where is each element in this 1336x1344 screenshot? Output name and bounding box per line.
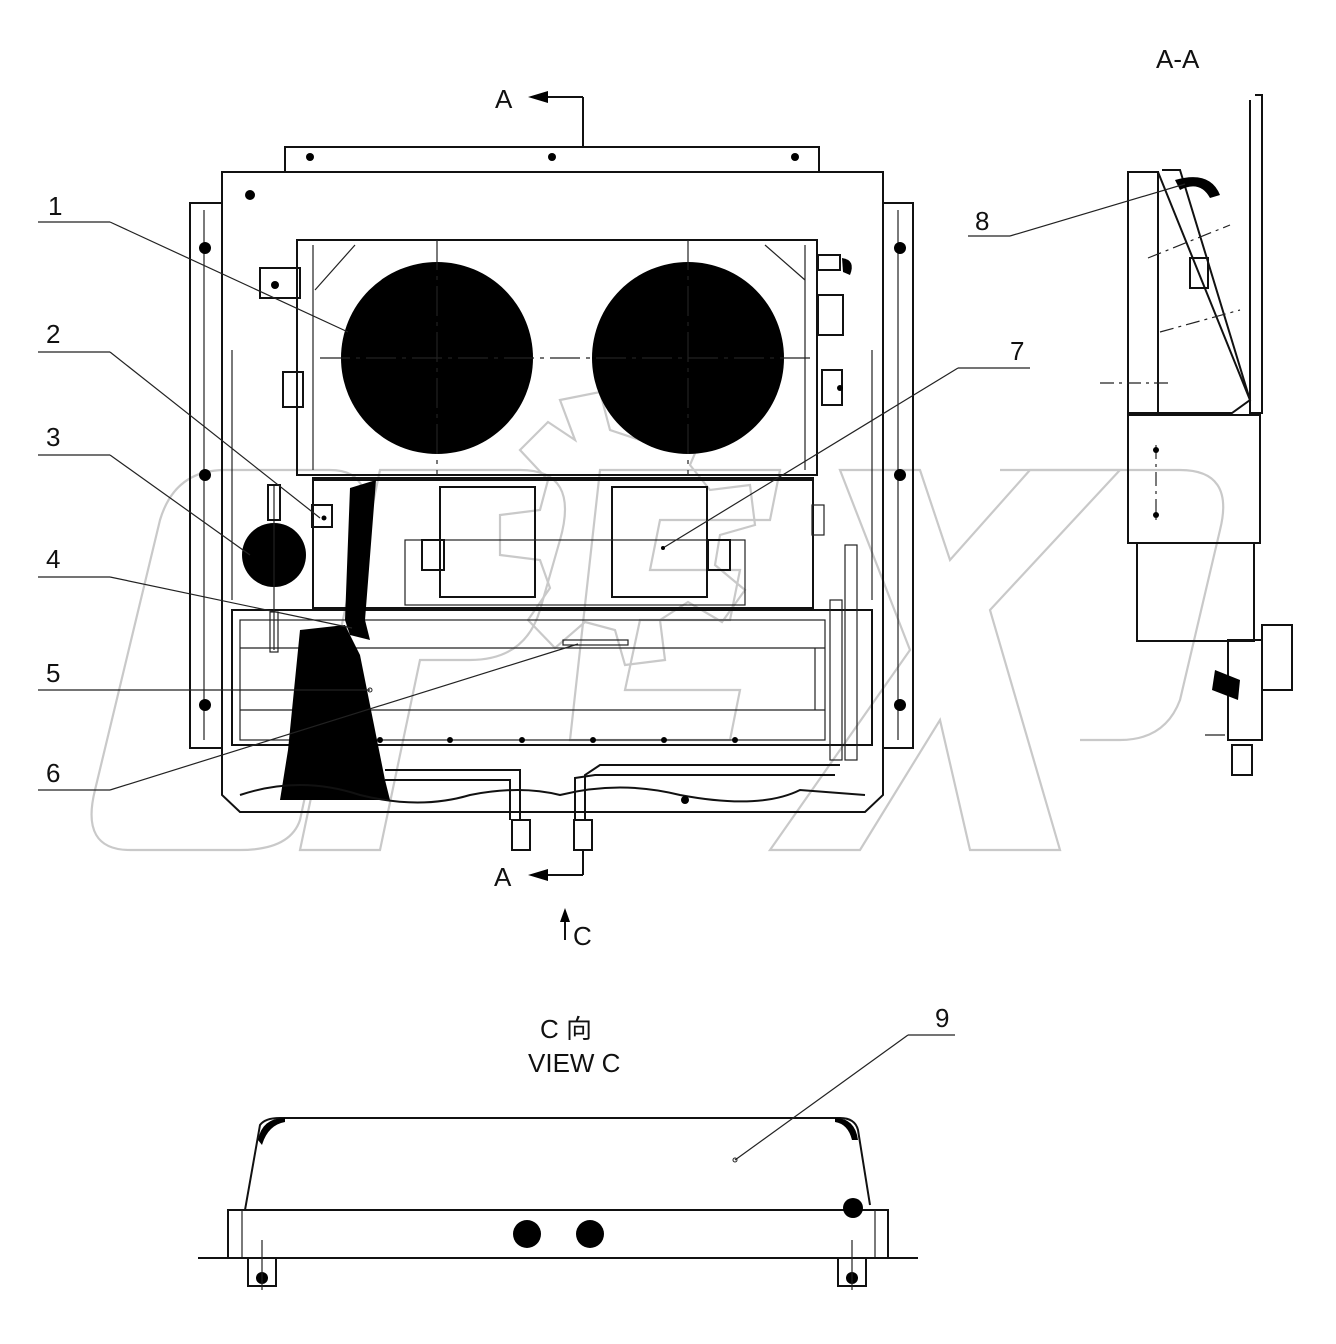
callout-label-2: 2 [46,319,60,349]
view-title-cn: C 向 [540,1014,592,1044]
callout-label-6: 6 [46,758,60,788]
callout-label-5: 5 [46,658,60,688]
callout-label-4: 4 [46,544,60,574]
front-view: A A C [189,84,914,951]
callout-2: 2 [38,319,321,519]
callout-4: 4 [38,544,353,629]
callout-label-8: 8 [975,206,989,236]
view-title-en: VIEW C [528,1048,620,1078]
callout-label-7: 7 [1010,336,1024,366]
callout-7: 7 [661,336,1030,550]
section-title: A-A [1156,44,1200,74]
section-arrow-top-label: A [495,84,513,114]
section-a-a-view: A-A [1100,44,1293,776]
callout-label-3: 3 [46,422,60,452]
callout-9: 9 [732,1003,955,1163]
callout-5: 5 [38,658,373,693]
section-arrow-bottom-label: A [494,862,512,892]
callout-8: 8 [968,183,1186,237]
callout-6: 6 [38,643,579,791]
view-arrow-label: C [573,921,592,951]
callout-3: 3 [38,422,251,556]
callout-label-9: 9 [935,1003,949,1033]
view-c: C 向 VIEW C [198,1014,918,1290]
callout-label-1: 1 [48,191,62,221]
callout-1: 1 [38,191,349,333]
watermark-logo [90,390,1225,852]
